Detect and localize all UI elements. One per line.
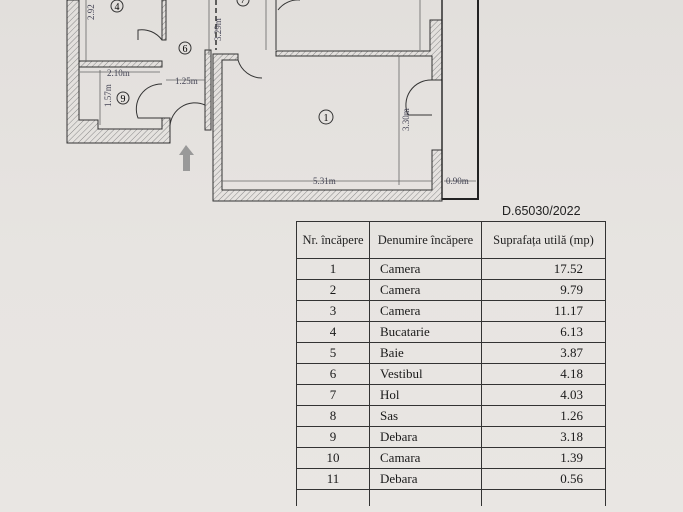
dimension-lines	[80, 0, 476, 185]
dimension-label: 0.90m	[446, 176, 469, 186]
room-label: 6	[183, 44, 188, 55]
cell-name: Camera	[369, 279, 482, 301]
dimension-label: 2.92	[86, 4, 96, 20]
cell-nr: 4	[296, 321, 370, 343]
cell-nr: 6	[296, 363, 370, 385]
room-label: 1	[324, 113, 329, 124]
exterior-balcony-line	[441, 0, 479, 200]
cell-name: Sas	[369, 405, 482, 427]
cell-name: Vestibul	[369, 363, 482, 385]
dimension-label: 3.30m	[401, 108, 411, 131]
cell-area: 6.13	[481, 321, 606, 343]
header-nr: Nr. încăpere	[296, 221, 370, 259]
dimension-label: 1.57m	[103, 84, 113, 107]
dimension-label: 1.25m	[175, 76, 198, 86]
cell-nr: 9	[296, 426, 370, 448]
table-header: Nr. încăpere Denumire încăpere Suprafața…	[296, 221, 606, 259]
cell-nr: 3	[296, 300, 370, 322]
room-label: 9	[121, 94, 126, 105]
entrance-arrow-icon	[179, 145, 194, 171]
doors	[135, 0, 433, 131]
table-row-empty	[296, 489, 606, 506]
cell-name: Debara	[369, 468, 482, 490]
room-label: 7	[241, 0, 246, 6]
cell-area: 4.18	[481, 363, 606, 385]
cell-nr: 2	[296, 279, 370, 301]
cell-area: 3.18	[481, 426, 606, 448]
cell-name: Camera	[369, 258, 482, 280]
cell-nr: 7	[296, 384, 370, 406]
cell-area: 1.26	[481, 405, 606, 427]
dimension-label: 2.10m	[107, 68, 130, 78]
floor-plan: 2.92 3.29m 2.10m 1.25m 1.57m 3.30m 5.31m…	[66, 0, 479, 202]
cell-nr: 5	[296, 342, 370, 364]
cell-area: 17.52	[481, 258, 606, 280]
cell-name: Bucatarie	[369, 321, 482, 343]
dimension-label: 5.31m	[313, 176, 336, 186]
cell-area: 1.39	[481, 447, 606, 469]
document-code: D.65030/2022	[502, 204, 581, 218]
cell-area: 3.87	[481, 342, 606, 364]
header-area: Suprafața utilă (mp)	[481, 221, 606, 259]
cell-area: 11.17	[481, 300, 606, 322]
room-label: 4	[115, 2, 120, 13]
dimension-label: 3.29m	[213, 18, 223, 41]
rooms-table: Nr. încăpere Denumire încăpere Suprafața…	[296, 221, 606, 506]
cell-nr: 10	[296, 447, 370, 469]
cell-area: 9.79	[481, 279, 606, 301]
cell-name: Camara	[369, 447, 482, 469]
header-name: Denumire încăpere	[369, 221, 482, 259]
cell-nr: 8	[296, 405, 370, 427]
cell-area: 0.56	[481, 468, 606, 490]
cell-nr: 11	[296, 468, 370, 490]
cell-nr: 1	[296, 258, 370, 280]
cell-name: Debara	[369, 426, 482, 448]
cell-name: Camera	[369, 300, 482, 322]
cell-name: Hol	[369, 384, 482, 406]
cell-name: Baie	[369, 342, 482, 364]
cell-area: 4.03	[481, 384, 606, 406]
